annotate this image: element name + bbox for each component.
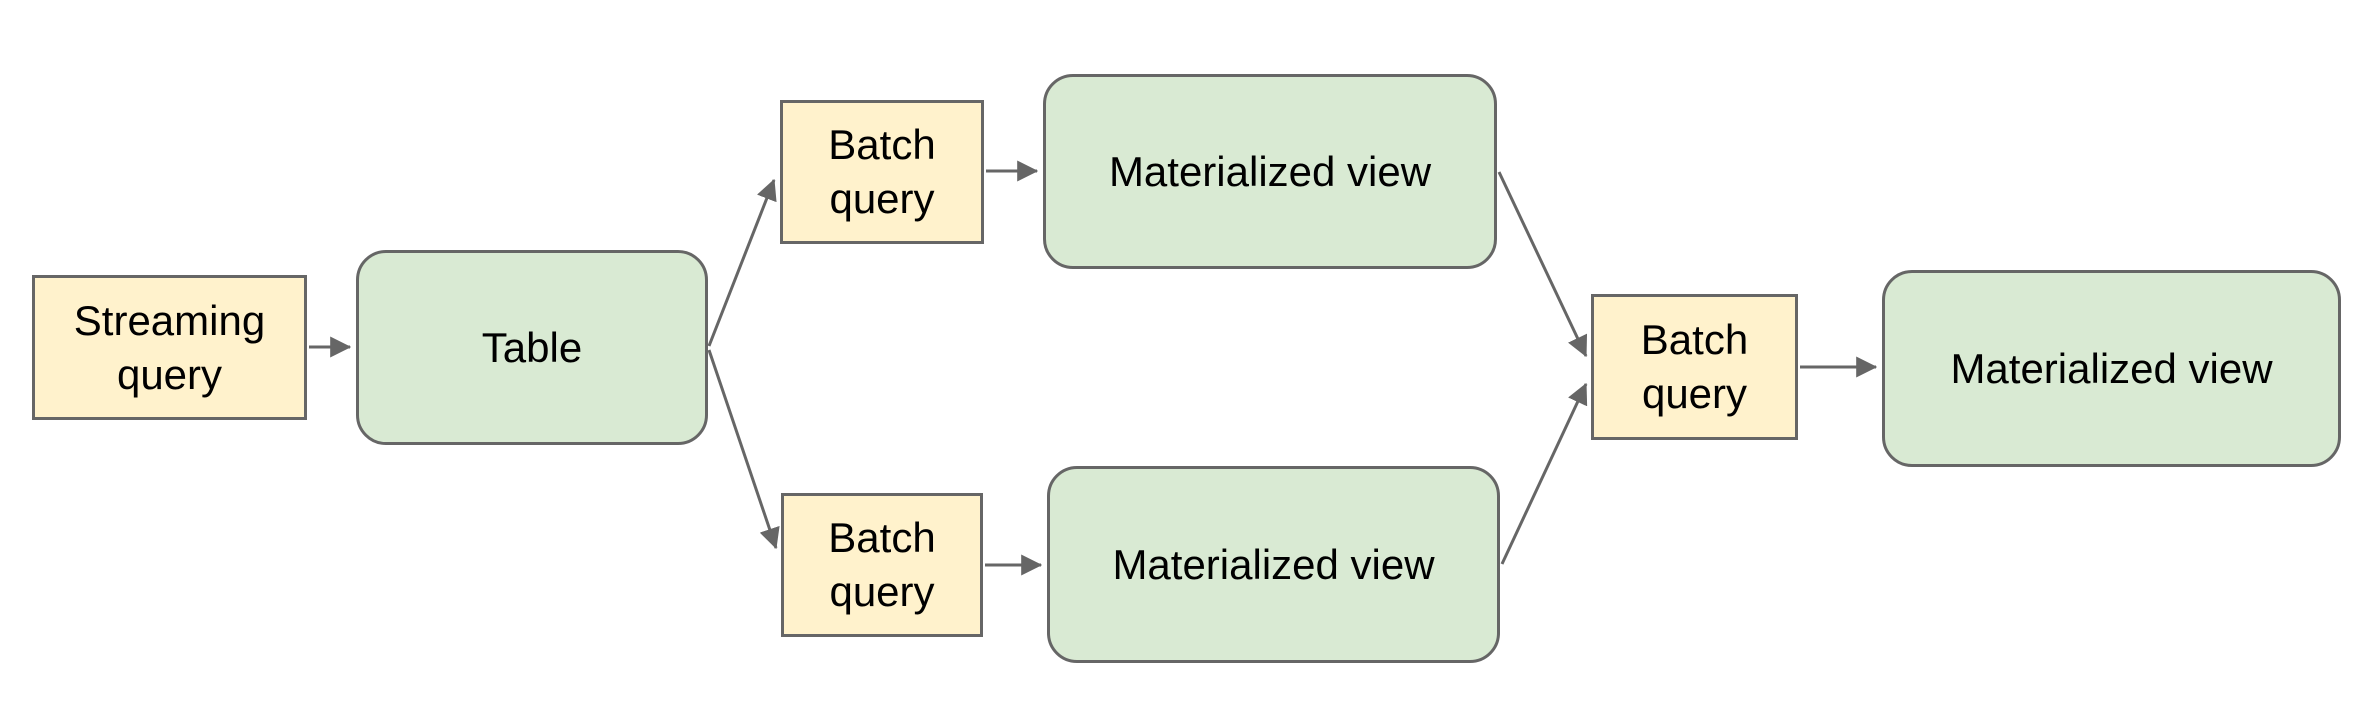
batch-query-bottom-node: Batch query (781, 493, 983, 637)
table-label: Table (481, 323, 583, 371)
materialized-view-right-node: Materialized view (1882, 270, 2341, 467)
batch-query-top-node: Batch query (780, 100, 984, 244)
batch-query-right-label: Batch query (1640, 316, 1749, 417)
batch-query-right-node: Batch query (1591, 294, 1798, 440)
materialized-view-top-node: Materialized view (1043, 74, 1497, 269)
edge-table-to-batch-query-bottom (707, 349, 780, 550)
streaming-query-label: Streaming query (73, 296, 266, 398)
materialized-view-bottom-label: Materialized view (1112, 540, 1435, 588)
batch-query-top-label: Batch query (828, 121, 936, 222)
table-node: Table (356, 250, 708, 445)
streaming-query-node: Streaming query (32, 275, 307, 420)
batch-query-bottom-label: Batch query (828, 514, 936, 615)
edge-table-to-batch-query-top (707, 178, 777, 347)
edge-materialized-view-top-to-batch-query-right (1497, 171, 1588, 358)
materialized-view-right-label: Materialized view (1950, 344, 2273, 392)
materialized-view-bottom-node: Materialized view (1047, 466, 1500, 663)
edge-materialized-view-bottom-to-batch-query-right (1500, 382, 1588, 565)
materialized-view-top-label: Materialized view (1108, 147, 1432, 195)
